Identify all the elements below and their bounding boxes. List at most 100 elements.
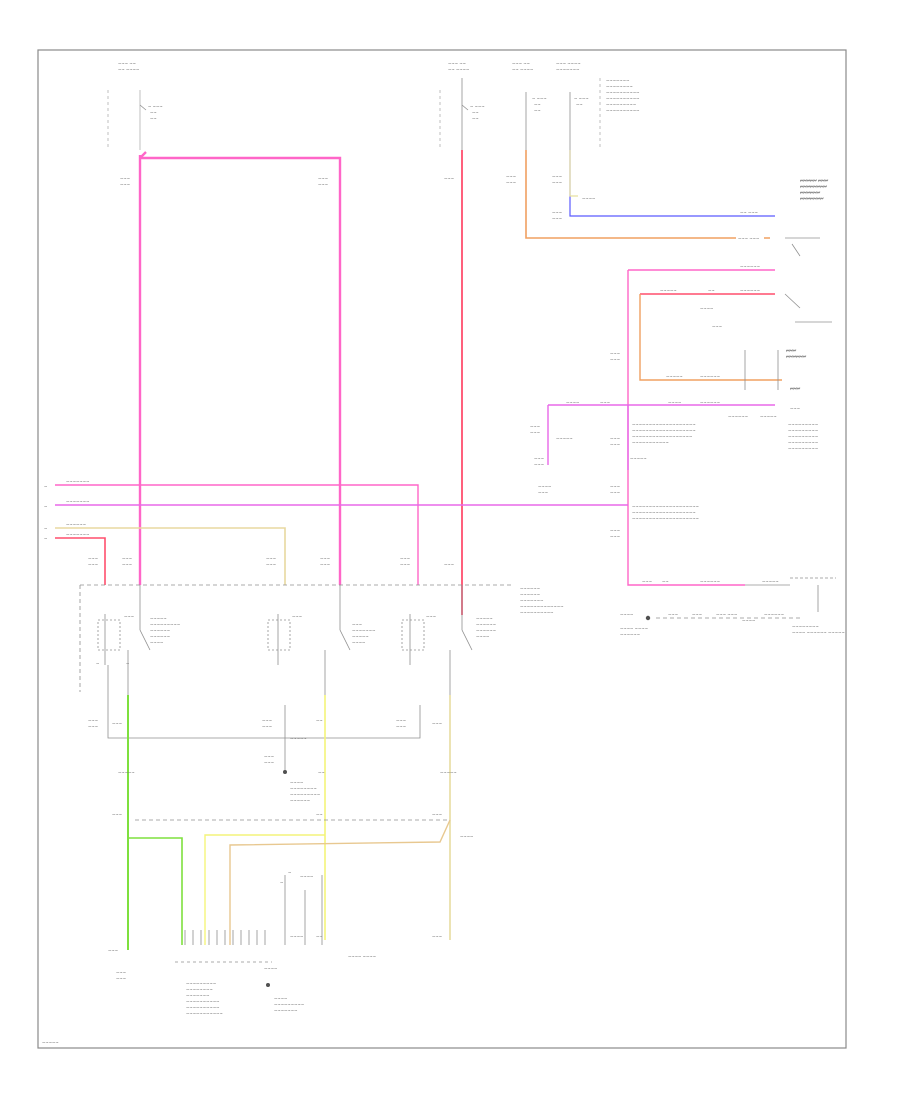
svg-text:~~~: ~~~: [610, 490, 620, 495]
svg-text:~: ~: [44, 526, 47, 531]
svg-text:~~~~~: ~~~~~: [556, 436, 573, 441]
svg-text:~~~~~~~: ~~~~~~~: [274, 1008, 297, 1013]
svg-text:~~~~~~: ~~~~~~: [150, 634, 170, 639]
svg-text:~~~~~~~: ~~~~~~~: [606, 78, 629, 83]
svg-text:~~~~: ~~~~: [668, 400, 681, 405]
svg-text:~~~~~~: ~~~~~~: [476, 622, 496, 627]
svg-text:~~~~~~: ~~~~~~: [150, 628, 170, 633]
svg-text:~~~~: ~~~~: [290, 780, 303, 785]
svg-text:~~~~~ ~~~: ~~~~~ ~~~: [800, 178, 828, 183]
wire-yellow: ~~ ~~ ~~ ~~: [204, 695, 326, 945]
svg-text:~~~: ~~~: [642, 579, 652, 584]
bottom-connector: ~ ~~~~ ~ ~~~~ ~~~~ ~~~~ ~~~~~~~~~ ~~~~~~…: [175, 870, 376, 1016]
svg-text:~~~: ~~~: [266, 556, 276, 561]
svg-text:~~~~~~~~~: ~~~~~~~~~: [788, 422, 818, 427]
wire-top-right-orange: ~~~~~~ ~~~ ~~~: [506, 150, 770, 241]
svg-text:~~~~~~: ~~~~~~: [520, 586, 540, 591]
svg-text:~~~: ~~~: [318, 176, 328, 181]
svg-text:~~~: ~~~: [400, 562, 410, 567]
svg-text:~~: ~~: [708, 288, 715, 293]
svg-text:~~~~~: ~~~~~: [762, 579, 779, 584]
wire-right-violet-2: ~~~~ ~~~ ~~~~ ~~~~~~ ~~~~~~ ~~~~~ ~~~ ~~…: [530, 400, 818, 470]
svg-text:~~~~~~: ~~~~~~: [786, 354, 806, 359]
svg-text:~~~~~~~~~: ~~~~~~~~~: [788, 434, 818, 439]
svg-text:~~~~~~: ~~~~~~: [740, 288, 760, 293]
svg-text:~: ~: [280, 880, 283, 885]
svg-text:~~~: ~~~: [432, 812, 442, 817]
switch-top-right: ~~~~~ ~~~ ~~~~~~~~ ~~~~~~ ~~~~~~~: [785, 178, 828, 257]
svg-text:~~~~~~: ~~~~~~: [620, 632, 640, 637]
svg-text:~~~~~~~~~~~~~~~~~~~~: ~~~~~~~~~~~~~~~~~~~~: [632, 516, 699, 521]
svg-text:~~~~~~~~~~~: ~~~~~~~~~~~: [186, 1011, 223, 1016]
svg-text:~~~: ~~~: [600, 400, 610, 405]
svg-text:~~~~~~~~~: ~~~~~~~~~: [150, 622, 180, 627]
svg-text:~~: ~~: [662, 579, 669, 584]
svg-text:~~~~~~~~~~~~~~~~~~~~: ~~~~~~~~~~~~~~~~~~~~: [632, 504, 699, 509]
svg-text:~~~: ~~~: [530, 424, 540, 429]
svg-text:~~~: ~~~: [534, 462, 544, 467]
svg-text:~~~~ ~~~~: ~~~~ ~~~~: [620, 626, 648, 631]
svg-text:~~~: ~~~: [122, 556, 132, 561]
svg-text:~~~: ~~~: [116, 970, 126, 975]
svg-text:~~~: ~~~: [538, 490, 548, 495]
svg-text:~~~: ~~~: [786, 348, 796, 353]
svg-text:~~~: ~~~: [262, 724, 272, 729]
wire-right-red-mid: ~~~~~ ~~ ~~~~~~ ~~~~ ~~~ ~~~~~ ~~~~~~ ~~…: [610, 288, 782, 381]
svg-text:~: ~: [96, 661, 99, 666]
svg-text:~~~~~: ~~~~~: [660, 288, 677, 293]
svg-text:~~~: ~~~: [552, 210, 562, 215]
svg-text:~~~~~: ~~~~~: [630, 456, 647, 461]
svg-text:~~~: ~~~: [112, 721, 122, 726]
svg-text:~~~: ~~~: [292, 614, 302, 619]
svg-text:~~~~~~~~~~: ~~~~~~~~~~: [520, 610, 554, 615]
svg-text:~~~: ~~~: [692, 612, 702, 617]
wire-main-pink: ~~~~~~ ~~~~~~: [120, 151, 342, 585]
svg-text:~~~: ~~~: [266, 562, 276, 567]
svg-text:~~: ~~: [318, 770, 325, 775]
svg-text:~~: ~~: [150, 110, 157, 115]
svg-text:~~~~: ~~~~: [264, 966, 277, 971]
svg-text:~~~: ~~~: [120, 176, 130, 181]
svg-text:~~~~: ~~~~: [150, 640, 163, 645]
svg-text:~~~~~~: ~~~~~~: [290, 798, 310, 803]
svg-text:~: ~: [44, 536, 47, 541]
wire-green: ~~~ ~~~~~ ~~~ ~~~ ~~~~~~: [108, 695, 183, 981]
svg-text:~~~~~~~~~~~: ~~~~~~~~~~~: [632, 440, 669, 445]
svg-text:~~~~~~~~~~: ~~~~~~~~~~: [186, 999, 220, 1004]
svg-text:~ ~~~: ~ ~~~: [470, 104, 485, 109]
svg-text:~~~: ~~~: [444, 562, 454, 567]
svg-text:~~~: ~~~: [264, 754, 274, 759]
right-lower-component: ~~~~~ ~~~~~~ ~~~~~ ~~~~ ~~~~ ~~~~ ~~~~~~…: [620, 577, 845, 637]
wire-right-violet: ~~~~~~: [627, 264, 775, 586]
svg-text:~~~~~: ~~~~~: [760, 414, 777, 419]
page-footnote: ~~~~~: [42, 1040, 59, 1045]
svg-text:~~~~~~~: ~~~~~~~: [800, 196, 823, 201]
svg-text:~~~~~~~~~~: ~~~~~~~~~~: [186, 1005, 220, 1010]
svg-text:~~~~: ~~~~: [290, 934, 303, 939]
svg-text:~~~~~~~~~~: ~~~~~~~~~~: [606, 90, 640, 95]
svg-text:~~~~~~: ~~~~~~: [66, 522, 86, 527]
svg-text:~~~~~~~~~~~~~~~~~~~: ~~~~~~~~~~~~~~~~~~~: [632, 510, 696, 515]
wire-tan: ~~~ ~~~~~ ~~~ ~~~~ ~~~: [229, 695, 473, 945]
wire-harness-rows: ~~ ~~ ~~~~~~~ ~~~~~~~ ~~~~~~ ~~~~~~~ ~~~…: [44, 479, 699, 585]
svg-text:~: ~: [44, 484, 47, 489]
diagram-border: [37, 49, 847, 1049]
svg-text:~~~: ~~~: [88, 562, 98, 567]
svg-text:~~~~~~~: ~~~~~~~: [520, 598, 543, 603]
svg-text:~~ ~~~~: ~~ ~~~~: [448, 67, 469, 72]
svg-text:~~: ~~: [534, 108, 541, 113]
svg-text:~~~: ~~~: [88, 718, 98, 723]
svg-text:~~~~~~~~: ~~~~~~~~: [606, 84, 633, 89]
svg-text:~~~~~~: ~~~~~~: [728, 414, 748, 419]
svg-text:~~~~~~~: ~~~~~~~: [186, 993, 209, 998]
svg-text:~~~~~~: ~~~~~~: [700, 400, 720, 405]
svg-text:~~~: ~~~: [320, 562, 330, 567]
svg-text:~~: ~~: [472, 110, 479, 115]
svg-text:~~~ ~~: ~~~ ~~: [448, 61, 466, 66]
svg-text:~~~~~~~: ~~~~~~~: [66, 499, 89, 504]
svg-text:~~: ~~: [150, 116, 157, 121]
svg-text:~~~~: ~~~~: [274, 996, 287, 1001]
svg-text:~~~~~: ~~~~~: [666, 374, 683, 379]
svg-text:~~: ~~: [576, 102, 583, 107]
